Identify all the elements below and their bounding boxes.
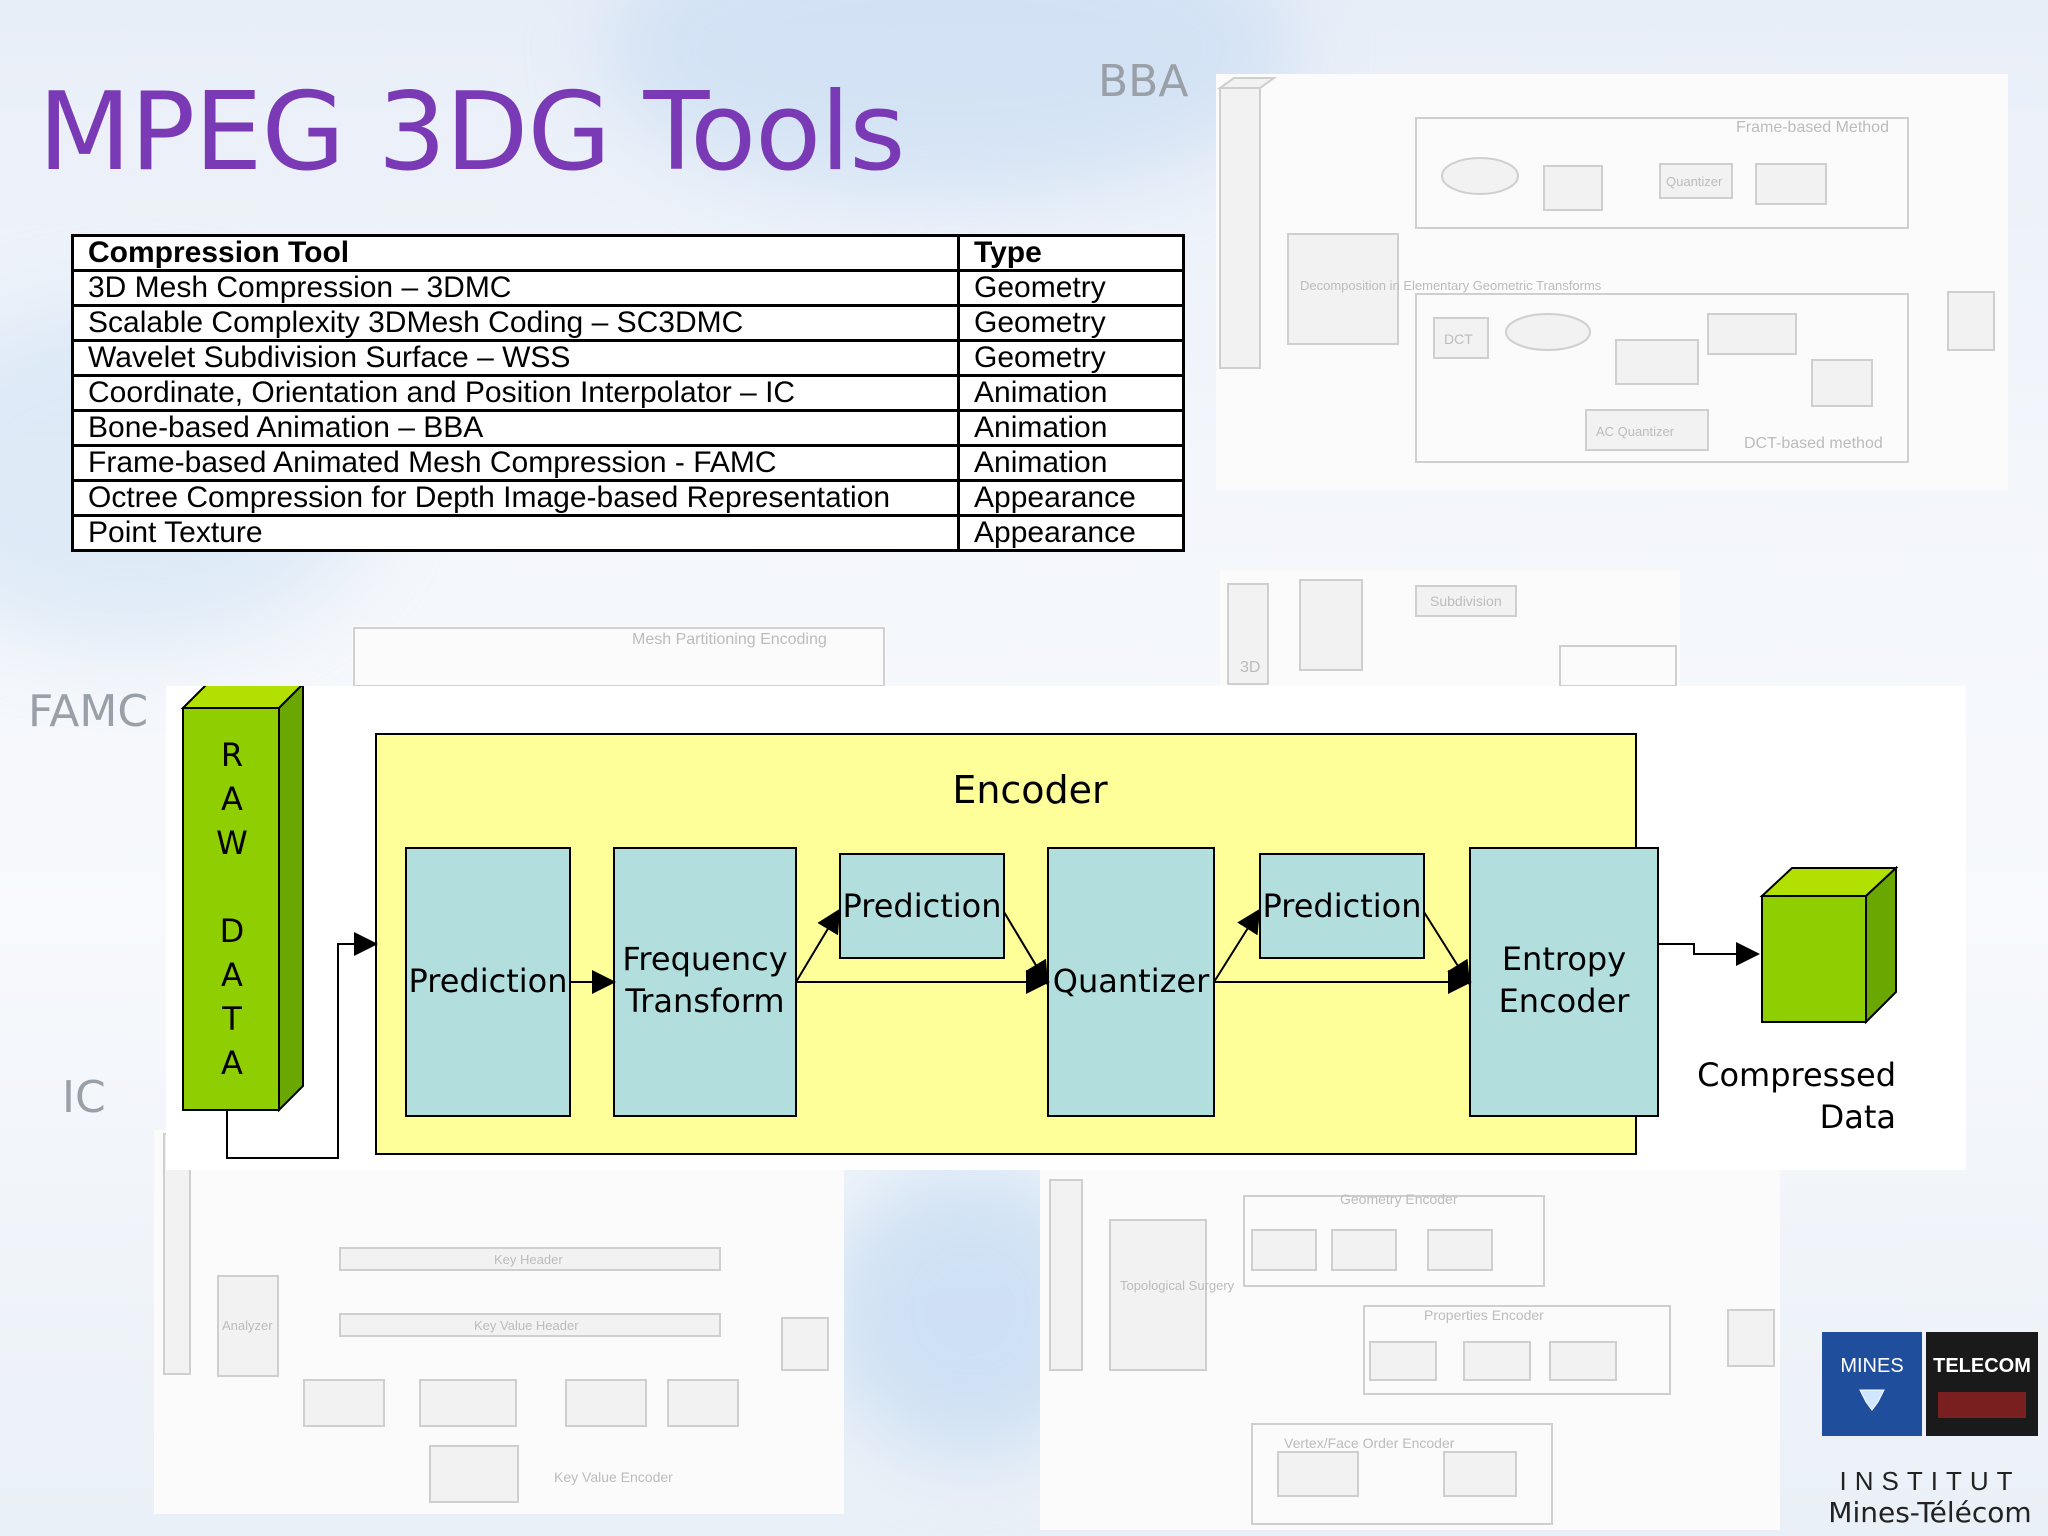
vertex-face-order-encoder-caption: Vertex/Face Order Encoder (1284, 1435, 1455, 1451)
prediction-block-label: Prediction (409, 962, 568, 1000)
frequency-transform-label-line1: Frequency (622, 940, 787, 978)
famc-partial-diagram: Mesh Partitioning Encoding (352, 626, 886, 686)
logo-mines-telecom-text: Mines-Télécom (1828, 1496, 2031, 1529)
entropy-encoder-block (1469, 847, 1659, 1117)
prediction-block (405, 847, 571, 1117)
institut-mines-telecom-logo: MINES TELECOM INSTITUT Mines-Télécom (1820, 1330, 2040, 1530)
analyzer-node-label: Analyzer (222, 1318, 273, 1333)
frequency-transform-block (613, 847, 797, 1117)
logo-mines-text: MINES (1840, 1355, 1903, 1377)
wss-diagram: 3D Subdivision (1220, 570, 1680, 686)
properties-encoder-caption: Properties Encoder (1424, 1307, 1544, 1323)
dct-method-caption: DCT-based method (1744, 435, 1883, 452)
compressed-data-cube (1759, 865, 1899, 1025)
bba-diagram: Frame-based Method DCT-based method Deco… (1216, 74, 2008, 490)
type-cell: Animation (957, 374, 1185, 412)
raw-data-letter: T (221, 1000, 242, 1038)
quantizer-node-label: Quantizer (1666, 174, 1723, 189)
column-header-type: Type (957, 234, 1185, 272)
key-value-header-node-label: Key Value Header (474, 1318, 579, 1333)
compressed-data-label-line2: Data (1820, 1098, 1896, 1136)
table-header-row: Compression Tool Type (71, 234, 1185, 272)
ic-label: IC (62, 1072, 106, 1123)
table-row: Scalable Complexity 3DMesh Coding – SC3D… (71, 304, 1185, 342)
tool-cell: Coordinate, Orientation and Position Int… (71, 374, 960, 412)
tool-cell: Frame-based Animated Mesh Compression - … (71, 444, 960, 482)
type-cell: Geometry (957, 304, 1185, 342)
raw-data-letter: A (221, 780, 243, 818)
prediction-block-2 (839, 853, 1005, 959)
bba-label: BBA (1098, 56, 1189, 107)
prediction-block-2-label: Prediction (843, 887, 1002, 925)
raw-data-letter: D (220, 912, 245, 950)
topological-surgery-node-label: Topological Surgery (1120, 1278, 1235, 1293)
slide-title: MPEG 3DG Tools (38, 70, 906, 195)
type-cell: Appearance (957, 514, 1185, 552)
encoder-title: Encoder (952, 768, 1108, 812)
frequency-transform-label-line2: Transform (624, 982, 784, 1020)
data-flow-arrows (226, 908, 1760, 1159)
column-header-tool: Compression Tool (71, 234, 960, 272)
raw-data-letter: W (216, 824, 248, 862)
table-row: Octree Compression for Depth Image-based… (71, 479, 1185, 517)
logo-institut-text: INSTITUT (1840, 1466, 2021, 1496)
type-cell: Geometry (957, 339, 1185, 377)
quantizer-block-label: Quantizer (1053, 962, 1210, 1000)
type-cell: Geometry (957, 269, 1185, 307)
raw-data-letter: A (221, 956, 243, 994)
entropy-encoder-label-line1: Entropy (1502, 940, 1626, 978)
subdivision-node-label: Subdivision (1430, 593, 1502, 609)
key-value-encoder-caption: Key Value Encoder (554, 1469, 673, 1485)
tool-cell: Point Texture (71, 514, 960, 552)
type-cell: Appearance (957, 479, 1185, 517)
frame-method-caption: Frame-based Method (1736, 119, 1889, 136)
key-header-node-label: Key Header (494, 1252, 563, 1267)
raw-data-letter: R (221, 736, 243, 774)
ac-quantizer-node-label: AC Quantizer (1596, 424, 1675, 439)
type-cell: Animation (957, 409, 1185, 447)
famc-label: FAMC (28, 686, 149, 737)
mesh-partitioning-caption: Mesh Partitioning Encoding (632, 631, 827, 648)
tool-cell: Scalable Complexity 3DMesh Coding – SC3D… (71, 304, 960, 342)
mesh-diagram: Geometry Encoder Properties Encoder Vert… (1040, 1170, 1780, 1530)
raw-data-letter: A (221, 1044, 243, 1082)
type-cell: Animation (957, 444, 1185, 482)
dct-node-label: DCT (1444, 331, 1473, 347)
compression-tools-table: Compression Tool Type 3D Mesh Compressio… (71, 234, 1185, 552)
entropy-encoder-label-line2: Encoder (1499, 982, 1631, 1020)
tool-cell: Octree Compression for Depth Image-based… (71, 479, 960, 517)
table-row: Coordinate, Orientation and Position Int… (71, 374, 1185, 412)
wss-3d-label: 3D (1240, 659, 1260, 676)
ic-diagram: Analyzer Key Header Key Value Header Key… (154, 1130, 844, 1514)
tool-cell: Bone-based Animation – BBA (71, 409, 960, 447)
geometry-encoder-caption: Geometry Encoder (1340, 1191, 1458, 1207)
prediction-block-3-label: Prediction (1263, 887, 1422, 925)
raw-data-cube (180, 681, 306, 1113)
logo-telecom-text: TELECOM (1933, 1355, 2031, 1377)
table-row: Frame-based Animated Mesh Compression - … (71, 444, 1185, 482)
tool-cell: Wavelet Subdivision Surface – WSS (71, 339, 960, 377)
encoder-diagram-panel: R A W D A T A Encoder Prediction Frequen… (166, 681, 1966, 1170)
decomposition-node-label: Decomposition in Elementary Geometric Tr… (1300, 278, 1602, 293)
tool-cell: 3D Mesh Compression – 3DMC (71, 269, 960, 307)
compressed-data-label-line1: Compressed (1697, 1056, 1896, 1094)
prediction-block-3 (1259, 853, 1425, 959)
